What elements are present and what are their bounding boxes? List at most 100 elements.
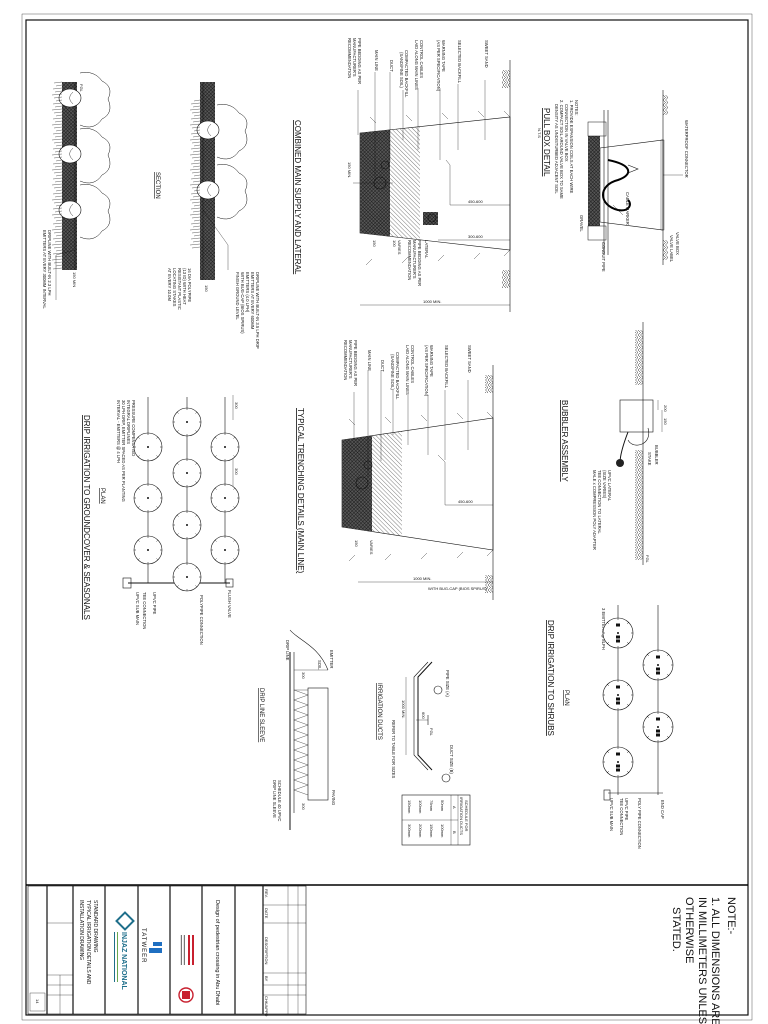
municipality-logo [178, 935, 194, 1003]
label-duct: DUCT [389, 60, 394, 72]
plant-tick [156, 539, 159, 542]
table-header: A [452, 806, 457, 809]
outer-border [21, 13, 753, 1021]
emitter-dot [657, 664, 659, 666]
soil-band-1 [62, 82, 77, 270]
table-cell: 75mm [429, 800, 434, 812]
plant-tick [195, 585, 198, 588]
groundcover-section: 150 MIN 150 FGL DRIPLINE WITH BUILT-IN 2… [42, 72, 260, 349]
duct-schedule-table: SCHEDULE FOR IRRIGATION DUCTS A B 50mm 1… [401, 794, 471, 846]
plant-tick [647, 654, 649, 656]
table-header: B [452, 831, 457, 834]
emitter-dot [224, 549, 226, 551]
general-notes: NOTE:- 1. ALL DIMENSIONS ARE IN MILLIMET… [670, 897, 737, 1024]
emitter-icon [616, 685, 620, 689]
combined-trench-title: COMBINED MAIN SUPPLY AND LATERAL [293, 120, 302, 275]
dim-text: 150 [204, 285, 209, 292]
warning-tape [437, 454, 446, 505]
label-tee-connection: TEE CONNECTION [619, 798, 624, 835]
label-valve-box: VALVE BOX [675, 232, 680, 255]
groundcover-plan-label: PLAN [99, 488, 105, 504]
label-sleeve: DRIP LINE SLEEVE [272, 780, 277, 818]
root-ball [58, 144, 82, 164]
plant-tick [195, 411, 198, 414]
main-trench-detail: 450-600 1000 MIN. WITH BUG-CAP (BIOS SPI… [296, 340, 494, 600]
plant-tick [607, 642, 609, 644]
emitter-dot [617, 694, 619, 696]
table-cell: 50mm [440, 800, 445, 812]
plant-tick [233, 506, 236, 509]
main-trench-labels: SWEET SAND SELECTED BACKFILL WARNING TAP… [343, 340, 472, 477]
table-cell: 150mm [429, 824, 434, 838]
emitter-icon [656, 671, 660, 675]
plant-tick [176, 462, 179, 465]
label-emitter: EMITTER [329, 650, 334, 668]
title-block: REV. DATE DESCRIPTION BY CHK/APPD Design… [27, 885, 307, 1017]
label-duct-size: DUCT SIZE (B) [449, 745, 454, 774]
label-dripline: EMITTERS AT EVERY 300MM INTERVAL [42, 230, 47, 309]
label-end-cap: END CAP [660, 800, 665, 819]
combined-trench-detail: 1000 MIN. 450-600 300-600 150 100 VARIES… [293, 38, 511, 312]
plant-tick [156, 436, 159, 439]
label-pressure-compensated: INTEGRAL DRIPLINES [126, 400, 131, 444]
notes-heading: NOTE:- [725, 897, 737, 935]
gravel-layer [588, 122, 600, 240]
plant-tick [627, 642, 629, 644]
root-ball-line [207, 183, 212, 197]
label-warning-tape: (AS PER SPECIFICATION) [436, 40, 441, 92]
shrub-canopy [79, 72, 111, 128]
pull-box-note-line: CONNECTION IN VALVE BOX [564, 104, 569, 162]
plant-tick [137, 506, 140, 509]
plant-tick [176, 514, 179, 517]
label-cable-marker: CABLE MARKER [625, 192, 630, 225]
sheet-number: 14 [35, 999, 40, 1004]
label-lateral-bedding: PIPE BEDDING AS PER [417, 240, 422, 286]
dim-text: 300 [301, 803, 306, 810]
plant-tick [137, 558, 140, 561]
groundcover-plan-title: DRIP IRRIGATION TO GROUNDCOVER & SEASONA… [82, 415, 91, 620]
label-compacted-backfill: (SAND/FINE SOIL) [399, 52, 404, 88]
bubbler-title: BUBBLER ASSEMBLY [560, 400, 569, 482]
label-warning-tape: (AS PER SPECIFICATION) [424, 345, 429, 397]
label-polypipe-connection: POLYPIPE CONNECTION [199, 595, 204, 645]
emitter-dot [147, 446, 149, 448]
label-polypipe: AT EVERY 10.0M [167, 268, 172, 301]
pull-box-note-line: 1. PROVIDE EXPANSION COILS AT EACH WIRE [569, 100, 574, 194]
label-selected-backfill: SELECTED BACKFILL [444, 345, 449, 389]
plant-tick [195, 514, 198, 517]
emitter-dot [147, 497, 149, 499]
groundcover-grass [51, 81, 63, 270]
dim-text: 300 [301, 672, 306, 679]
label-fgl: FGL [645, 555, 650, 564]
label-pressure-compensated: PRESSURE COMPENSATED [131, 400, 136, 456]
plant-tick [195, 566, 198, 569]
sleeve-zigzag [293, 689, 309, 796]
label-soil: SOIL [317, 660, 322, 670]
lateral-pipe [616, 459, 624, 467]
plant-tick [667, 736, 669, 738]
label-pressure-compensated: INTERVAL - EMITTERS @ 4 LPH [116, 400, 121, 463]
label-flush-valve: FLUSH VALVE [227, 590, 232, 618]
dim-text: 200 [663, 405, 668, 412]
plant-tick [156, 455, 159, 458]
label-compacted-backfill: COMPACTED BACKFILL [395, 352, 400, 400]
label-warning-tape: WARNING TAPE [441, 40, 446, 72]
plant-tick [647, 674, 649, 676]
emitter-icon [656, 667, 660, 671]
plant-tick [137, 455, 140, 458]
drawing-title: TYPICAL IRRIGATION DETAILS AND [85, 900, 91, 985]
emitter-icon [656, 729, 660, 733]
consultant-name: TATWEER [140, 928, 146, 963]
plant-tick [137, 539, 140, 542]
emitter-dot [186, 421, 188, 423]
plant-tick [214, 558, 217, 561]
table-cell: 150mm [407, 800, 412, 814]
valve-box [599, 139, 664, 231]
emitter-dot [186, 576, 188, 578]
label-dripline: FINISH GROUND LEVEL [235, 272, 240, 320]
label-dripline: WITH BUG-CAP (BIOS SPIRUS) [240, 272, 245, 334]
shrub-canopy [79, 184, 111, 240]
shrubs-plan-label: PLAN [563, 690, 569, 706]
